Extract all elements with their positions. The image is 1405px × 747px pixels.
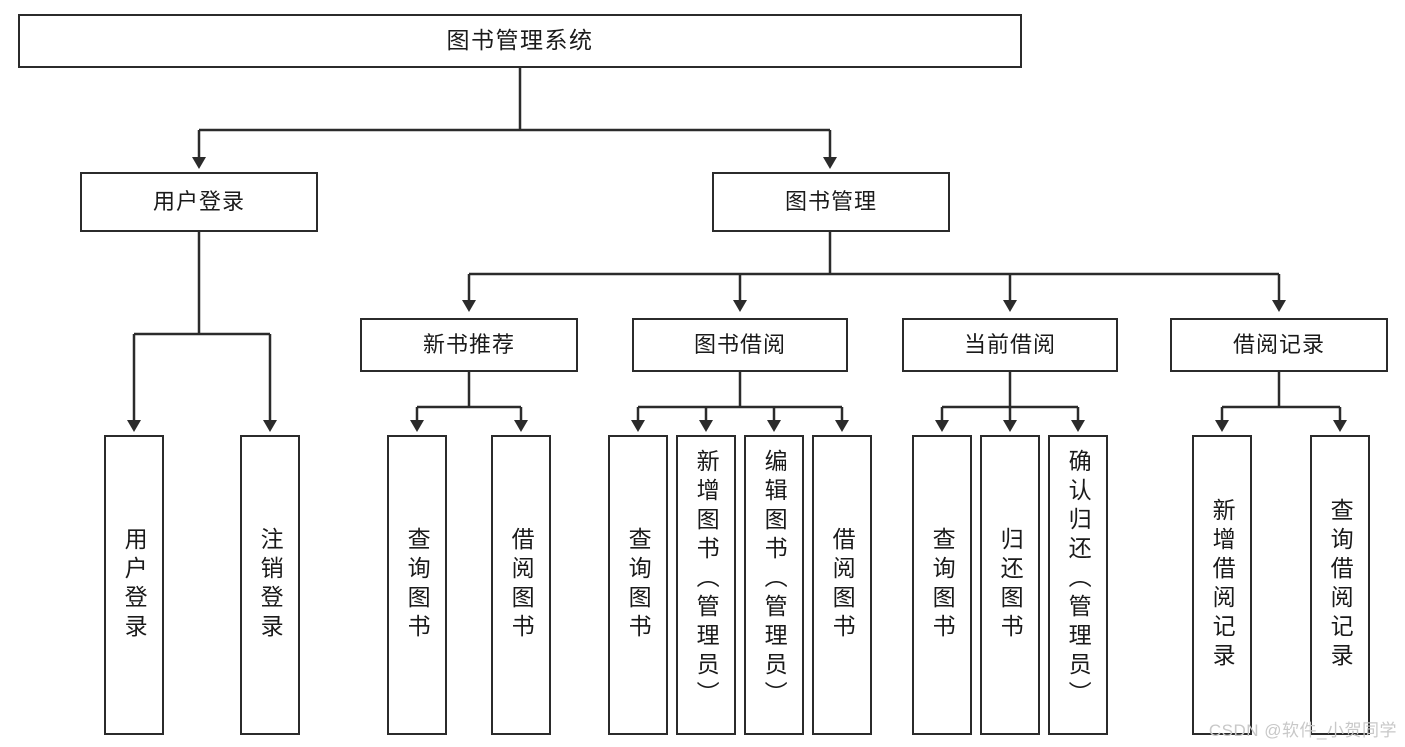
node-label: 借阅记录 <box>1232 332 1325 358</box>
node-user-login[interactable]: 用户登录 <box>80 172 318 232</box>
leaf-edit-book-admin[interactable]: 编辑图书（管理员） <box>744 435 804 735</box>
node-label: 图书管理系统 <box>446 27 594 54</box>
node-label: 编辑图书（管理员） <box>761 449 788 710</box>
leaf-logout[interactable]: 注销登录 <box>240 435 300 735</box>
node-current-borrow[interactable]: 当前借阅 <box>902 318 1118 372</box>
leaf-add-book-admin[interactable]: 新增图书（管理员） <box>676 435 736 735</box>
node-label: 确认归还（管理员） <box>1065 449 1092 710</box>
node-label: 查询借阅记录 <box>1327 498 1354 672</box>
node-label: 注销登录 <box>257 527 284 643</box>
leaf-query-book-recommend[interactable]: 查询图书 <box>387 435 447 735</box>
node-label: 查询图书 <box>929 527 956 643</box>
leaf-borrow-book[interactable]: 借阅图书 <box>812 435 872 735</box>
node-label: 用户登录 <box>121 527 148 643</box>
node-label: 查询图书 <box>625 527 652 643</box>
leaf-add-borrow-record[interactable]: 新增借阅记录 <box>1192 435 1252 735</box>
node-label: 查询图书 <box>404 527 431 643</box>
leaf-query-borrow-record[interactable]: 查询借阅记录 <box>1310 435 1370 735</box>
leaf-query-book-current[interactable]: 查询图书 <box>912 435 972 735</box>
node-label: 借阅图书 <box>829 527 856 643</box>
watermark: CSDN @软件_小贺同学 <box>1208 721 1397 740</box>
node-new-book-recommend[interactable]: 新书推荐 <box>360 318 578 372</box>
node-label: 归还图书 <box>997 527 1024 643</box>
node-label: 新增图书（管理员） <box>693 449 720 710</box>
node-label: 新增借阅记录 <box>1209 498 1236 672</box>
node-book-borrow[interactable]: 图书借阅 <box>632 318 848 372</box>
node-root[interactable]: 图书管理系统 <box>18 14 1022 68</box>
node-label: 图书借阅 <box>693 332 786 358</box>
node-label: 用户登录 <box>152 189 245 215</box>
node-label: 新书推荐 <box>422 332 515 358</box>
leaf-return-book[interactable]: 归还图书 <box>980 435 1040 735</box>
node-label: 图书管理 <box>784 189 877 215</box>
node-book-management[interactable]: 图书管理 <box>712 172 950 232</box>
leaf-borrow-book-recommend[interactable]: 借阅图书 <box>491 435 551 735</box>
node-label: 当前借阅 <box>963 332 1056 358</box>
leaf-query-book-borrow[interactable]: 查询图书 <box>608 435 668 735</box>
leaf-user-login[interactable]: 用户登录 <box>104 435 164 735</box>
node-label: 借阅图书 <box>508 527 535 643</box>
node-borrow-records[interactable]: 借阅记录 <box>1170 318 1388 372</box>
leaf-confirm-return-admin[interactable]: 确认归还（管理员） <box>1048 435 1108 735</box>
